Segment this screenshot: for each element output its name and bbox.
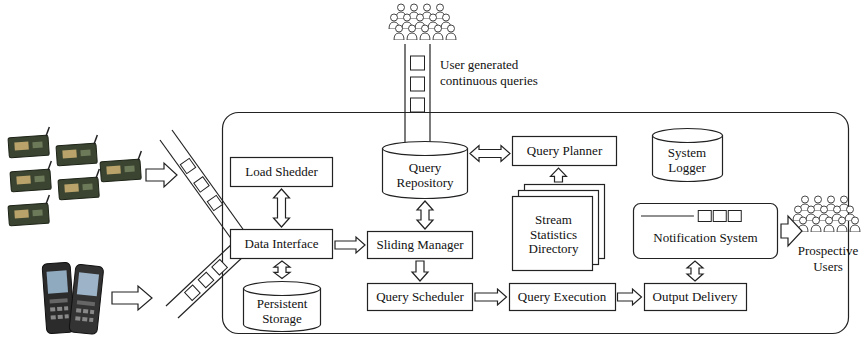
block-arrow <box>417 201 433 229</box>
input-arrow <box>146 163 177 187</box>
cylinder-top <box>244 281 321 295</box>
node-text: Load Shedder <box>245 165 318 180</box>
node-text: Persistent Storage <box>251 297 313 327</box>
sensor-motes <box>7 127 143 226</box>
box-outline <box>231 158 333 187</box>
block-arrow <box>335 237 365 253</box>
queue-slot <box>698 211 711 222</box>
repository-cylinder: Query Repository <box>382 141 468 199</box>
node-text: Query Planner <box>527 144 602 159</box>
box-outline <box>368 284 473 311</box>
box-outline <box>513 137 617 166</box>
node-text: Data Interface <box>245 237 319 252</box>
process-box: Query Scheduler <box>367 283 473 311</box>
annotation-label: Prospective Users <box>793 243 863 274</box>
box-outline <box>368 232 473 259</box>
queue-slot <box>728 211 741 222</box>
block-arrow <box>618 289 642 305</box>
page-sheet <box>513 197 593 271</box>
block-arrow <box>475 289 507 305</box>
queue-line <box>641 215 694 216</box>
process-box: Output Delivery <box>644 283 747 311</box>
block-arrow <box>687 261 703 281</box>
node-text: Query Repository <box>390 161 460 191</box>
process-box: Load Shedder <box>230 157 333 187</box>
process-box: Sliding Manager <box>367 231 473 259</box>
cylinder-top <box>652 129 722 143</box>
process-box: Query Planner <box>512 136 617 166</box>
notification-box: Notification System <box>633 203 778 259</box>
user-crowd <box>793 196 860 232</box>
box-outline <box>634 204 778 259</box>
block-arrow <box>470 146 510 162</box>
storage-cylinder: Persistent Storage <box>243 281 321 332</box>
user-crowd <box>389 4 456 40</box>
block-arrow <box>412 261 428 281</box>
box-outline <box>644 284 746 311</box>
system-boundary <box>223 113 849 334</box>
node-text: Query Execution <box>518 290 606 305</box>
node-text: Notification System <box>653 231 757 246</box>
cylinder-top <box>383 142 468 156</box>
box-outline <box>509 284 615 311</box>
process-box: Query Execution <box>509 283 616 311</box>
handheld-devices <box>42 262 104 335</box>
node-text: Output Delivery <box>653 290 738 305</box>
block-arrow <box>274 189 290 227</box>
node-text: Query Scheduler <box>376 290 464 305</box>
input-arrow <box>112 286 152 310</box>
logger-cylinder: System Logger <box>652 128 723 182</box>
box-outline <box>231 230 333 259</box>
directory-stack: Stream Statistics Directory <box>512 184 605 271</box>
annotation-label: User generated continuous queries <box>440 57 552 88</box>
queue-slot <box>713 211 726 222</box>
block-arrow <box>551 168 567 182</box>
block-arrow <box>274 261 290 279</box>
node-text: Stream Statistics Directory <box>521 213 587 258</box>
query-queue <box>405 44 430 150</box>
node-text: System Logger <box>660 146 715 176</box>
node-text: Sliding Manager <box>376 238 463 253</box>
output-arrow <box>781 216 802 246</box>
process-box: Data Interface <box>230 229 333 259</box>
